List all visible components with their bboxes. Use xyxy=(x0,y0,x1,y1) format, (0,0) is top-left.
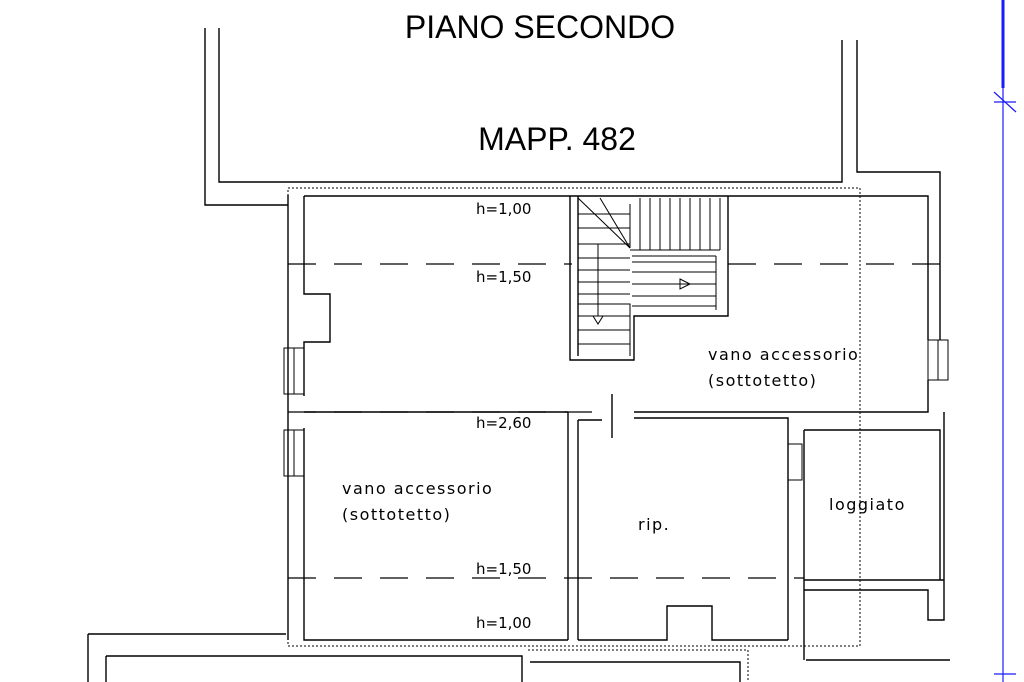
height-lines xyxy=(288,263,944,579)
room-sublabel-accessory-left: (sottotetto) xyxy=(342,505,451,524)
height-label-lower: h=1,50 xyxy=(476,560,531,578)
right-window xyxy=(927,339,949,381)
dimension-line xyxy=(993,0,1017,682)
left-window-upper xyxy=(283,347,305,395)
parcel-label: MAPP. 482 xyxy=(478,121,636,157)
storage-room-walls xyxy=(567,394,803,640)
loggia-walls xyxy=(803,412,945,660)
staircase xyxy=(569,196,729,361)
floor-title: PIANO SECONDO xyxy=(405,9,675,45)
height-label-top: h=1,00 xyxy=(476,200,531,218)
height-label-upper: h=1,50 xyxy=(476,268,531,286)
neighbor-building-outline xyxy=(204,28,941,340)
room-label-accessory-left: vano accessorio xyxy=(342,479,493,498)
room-sublabel-accessory-right: (sottotetto) xyxy=(708,371,817,390)
room-label-loggia: loggiato xyxy=(829,495,906,514)
room-label-storage: rip. xyxy=(638,515,670,534)
left-window-lower xyxy=(283,429,305,477)
room-label-accessory-right: vano accessorio xyxy=(708,345,859,364)
unit-boundary xyxy=(287,187,861,647)
height-label-bottom: h=1,00 xyxy=(476,614,531,632)
height-label-middle: h=2,60 xyxy=(476,414,531,432)
